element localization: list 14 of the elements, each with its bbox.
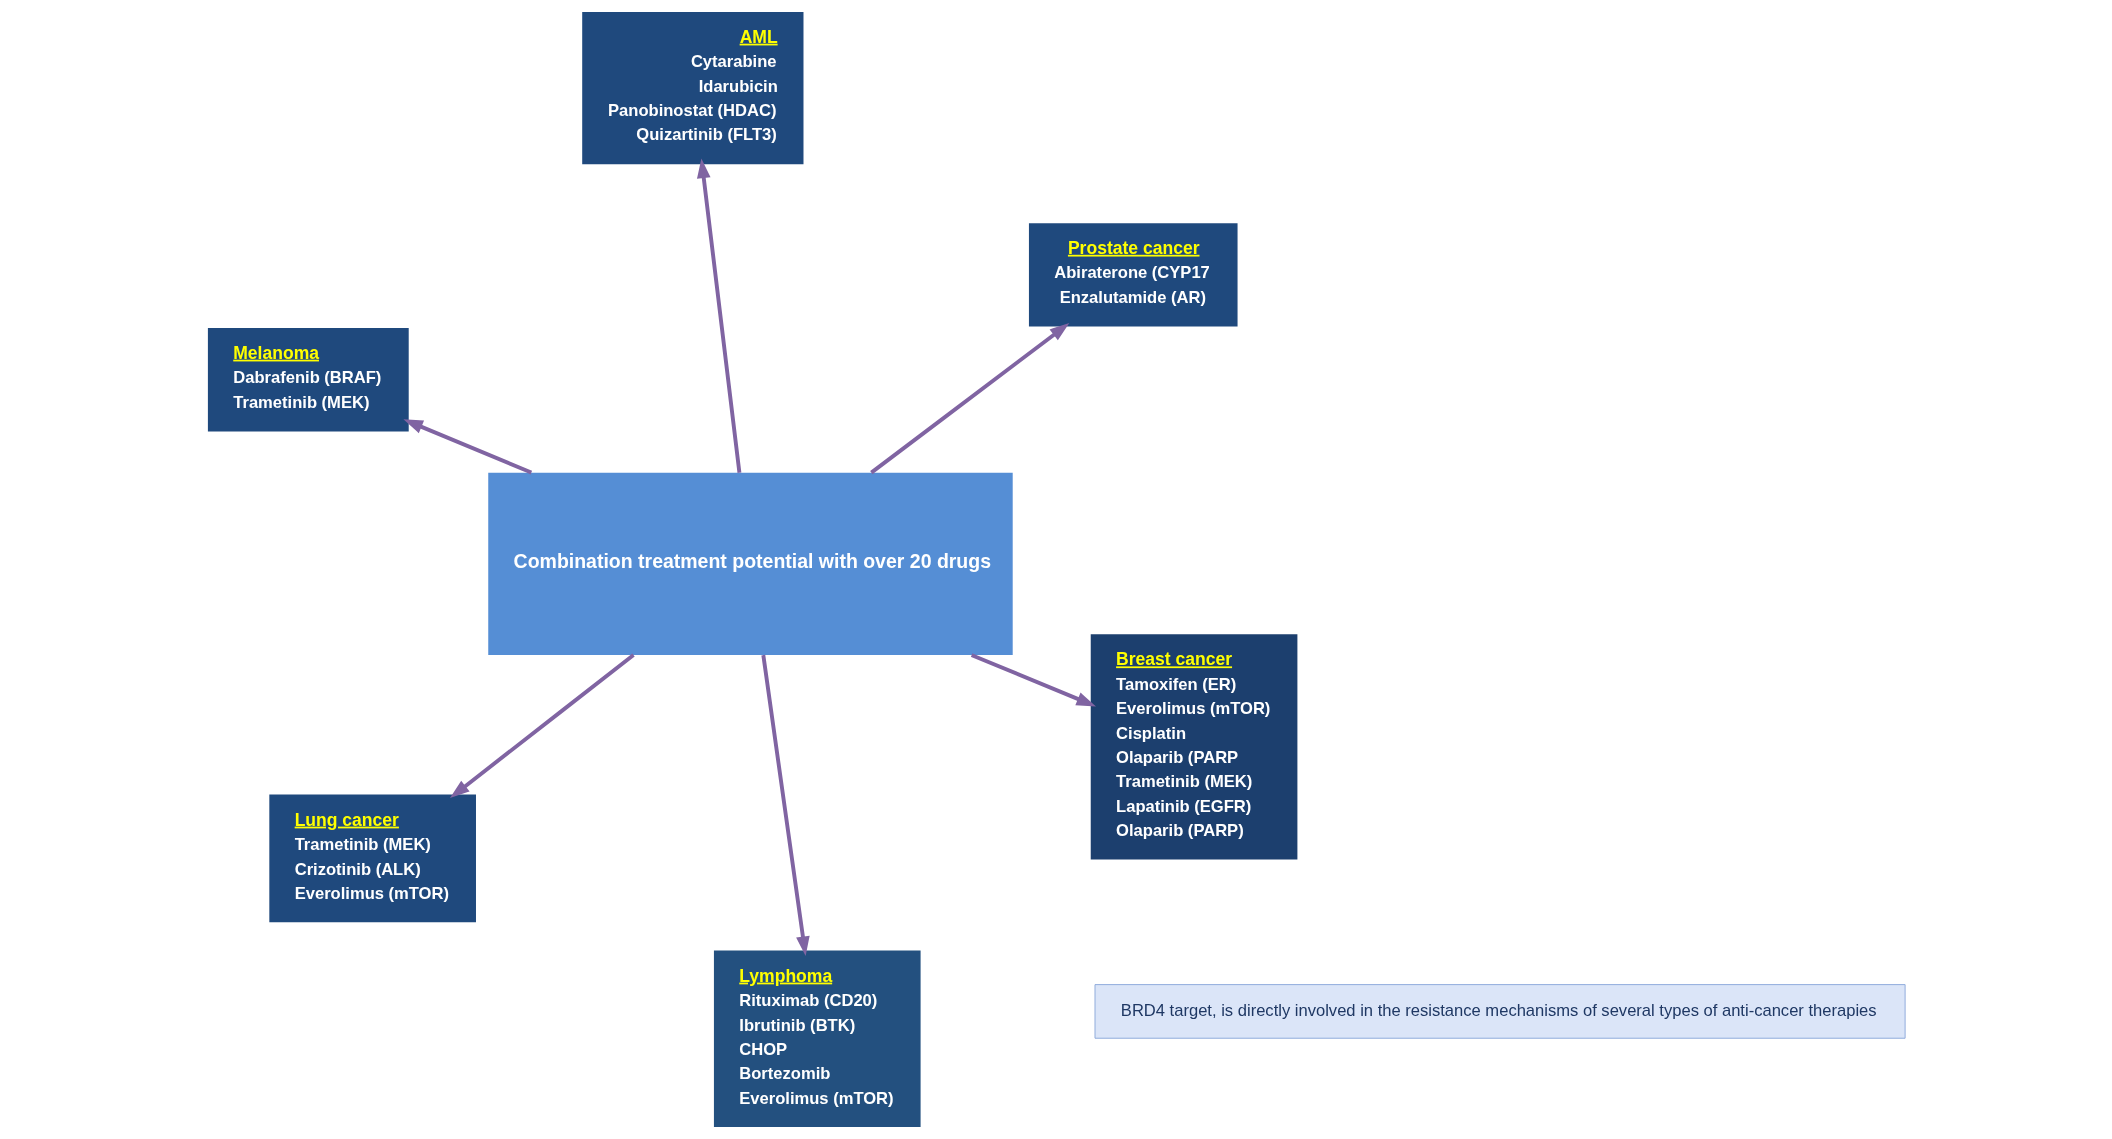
node-box: BRD4 target, is directly involved in the resistance mechanisms of several types of anti-cancer therapies — [1094, 984, 1906, 1039]
node-box: Combination treatment potential with over 20 drugs — [487, 472, 1013, 655]
node-box: Prostate cancer Abiraterone (CYP17 Enzalutamide (AR) — [1028, 223, 1238, 327]
arrow — [449, 653, 635, 799]
node-box: Lung cancer Trametinib (MEK) Crizotinib (ALK) Everolimus (mTOR) — [268, 794, 476, 923]
node-box: Lymphoma Rituximab (CD20) Ibrutinib (BTK) CHOP Bortezomib Everolimus (mTOR) — [713, 950, 921, 1127]
node-box: Breast cancer Tamoxifen (ER) Everolimus (mTOR) Cisplatin Olaparib (PARP Trametinib (MEK) Lapatinib (EGFR) Olaparib (PARP) — [1090, 634, 1297, 860]
arrow — [760, 654, 810, 956]
arrow — [696, 158, 741, 473]
arrow — [970, 653, 1096, 707]
node-box: AML Cytarabine Idarubicin Panobinostat (HDAC) Quizartinib (FLT3) — [581, 12, 803, 165]
node-box: Melanoma Dabrafenib (BRAF) Trametinib (MEK) — [207, 328, 409, 432]
arrow — [869, 323, 1069, 475]
arrow — [402, 419, 532, 475]
